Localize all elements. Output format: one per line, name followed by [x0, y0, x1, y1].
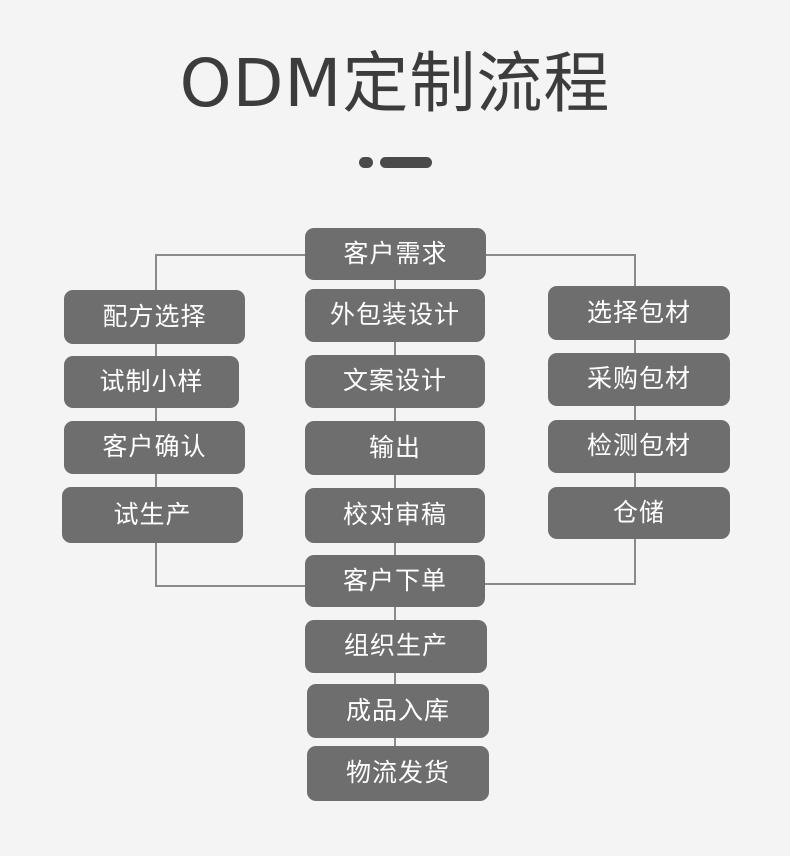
flow-node-label: 输出	[368, 432, 421, 462]
flow-node-label: 物流发货	[345, 758, 450, 787]
flow-node-label: 检测包材	[586, 431, 691, 460]
connector-center-stem-3	[394, 473, 396, 490]
flow-node[interactable]: 检测包材	[548, 420, 730, 473]
connector-top-right-horizontal	[484, 254, 636, 256]
flow-node-label: 组织生产	[343, 631, 448, 660]
flow-node[interactable]: 物流发货	[307, 746, 489, 801]
flow-node-label: 客户下单	[342, 565, 447, 595]
flow-node-label: 文案设计	[342, 366, 447, 395]
flow-node[interactable]: 采购包材	[548, 353, 730, 406]
flow-node-label: 采购包材	[586, 364, 691, 393]
page-title: ODM定制流程	[179, 45, 611, 122]
connector-right-stem-1	[634, 338, 636, 355]
flow-node[interactable]: 成品入库	[307, 684, 489, 738]
flow-node-label: 选择包材	[586, 297, 691, 327]
flow-node-label: 试制小样	[99, 366, 204, 396]
flow-node-label: 客户确认	[102, 432, 207, 461]
flow-node[interactable]: 文案设计	[305, 355, 485, 408]
page-header: ODM定制流程	[0, 0, 790, 200]
connector-left-stem-2	[155, 406, 157, 423]
flow-node-label: 校对审稿	[342, 500, 447, 529]
flow-node[interactable]: 试生产	[62, 487, 243, 543]
flow-node[interactable]: 仓储	[548, 487, 730, 539]
flow-node[interactable]: 组织生产	[305, 620, 487, 673]
connector-top-left-horizontal	[155, 254, 307, 256]
connector-center-stem-4	[394, 541, 396, 557]
title-divider	[0, 155, 790, 169]
flow-node-label: 配方选择	[102, 301, 207, 331]
flow-node[interactable]: 外包装设计	[305, 289, 485, 342]
flow-node[interactable]: 配方选择	[64, 290, 245, 344]
connector-center-stem-7	[394, 736, 396, 749]
flow-node[interactable]: 校对审稿	[305, 488, 485, 543]
flow-node[interactable]: 选择包材	[548, 286, 730, 340]
flow-node-label: 仓储	[612, 497, 665, 527]
connector-left-stem-1	[155, 342, 157, 358]
connector-bottom-right-horizontal	[484, 583, 636, 585]
connector-center-stem-1	[394, 340, 396, 358]
flow-node-label: 客户需求	[343, 238, 448, 268]
flow-node-label: 试生产	[113, 499, 192, 529]
divider-bar-icon	[379, 156, 432, 168]
connector-center-stem-2	[394, 406, 396, 423]
flow-node[interactable]: 客户确认	[64, 421, 245, 474]
divider-dot-icon	[358, 156, 373, 168]
flow-node[interactable]: 试制小样	[64, 356, 239, 408]
connector-left-stem-3	[155, 472, 157, 489]
connector-bottom-left-horizontal	[155, 585, 307, 587]
connector-right-stem-3	[634, 471, 636, 489]
connector-center-stem-5	[394, 605, 396, 622]
flow-node[interactable]: 输出	[305, 421, 485, 475]
connector-center-stem-0	[394, 278, 396, 292]
connector-center-stem-6	[394, 671, 396, 686]
connector-right-stem-2	[634, 404, 636, 422]
flow-node[interactable]: 客户下单	[305, 555, 485, 607]
flow-node-label: 成品入库	[345, 695, 450, 725]
flow-node[interactable]: 客户需求	[305, 228, 486, 280]
flow-node-label: 外包装设计	[329, 300, 460, 329]
